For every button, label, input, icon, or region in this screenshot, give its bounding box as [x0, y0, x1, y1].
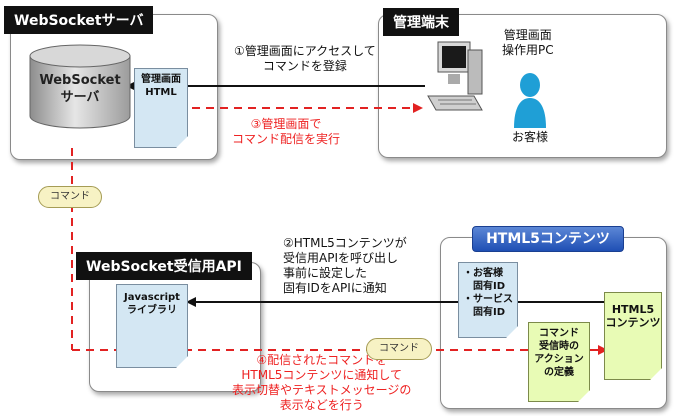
html5-contents-header: HTML5コンテンツ: [472, 226, 624, 252]
step1-label: ①管理画面にアクセスして コマンドを登録: [234, 44, 376, 73]
step3-label: ③管理画面で コマンド配信を実行: [232, 117, 341, 146]
javascript-library-note: Javascript ライブラリ: [116, 284, 188, 368]
step4-label: ④配信されたコマンドを HTML5コンテンツに通知して 表示切替やテキストメッセ…: [232, 353, 412, 412]
server-cylinder-label: WebSocket サーバ: [39, 73, 121, 105]
admin-terminal-header: 管理端末: [383, 8, 459, 36]
command-pill-left: コマンド: [38, 186, 102, 208]
html5-content-note: HTML5 コンテンツ: [604, 292, 662, 380]
command-pill-bottom: コマンド: [366, 338, 432, 360]
receive-api-header: WebSocket受信用API: [76, 252, 252, 280]
step2-label: ②HTML5コンテンツが 受信用APIを呼び出し 事前に設定した 固有IDをAP…: [283, 236, 407, 295]
server-cylinder-icon: [29, 44, 131, 129]
command-action-note: コマンド 受信時の アクション の定義: [528, 322, 590, 402]
customer-caption: お客様: [512, 130, 549, 144]
customer-icon: [514, 73, 546, 128]
admin-html-note: 管理画面 HTML: [134, 68, 188, 148]
pc-caption: 管理画面 操作用PC: [502, 28, 554, 57]
unique-id-note: ・お客様 固有ID ・サービス 固有ID: [458, 262, 518, 338]
websocket-server-header: WebSocketサーバ: [4, 6, 154, 34]
pc-icon: [427, 41, 483, 111]
